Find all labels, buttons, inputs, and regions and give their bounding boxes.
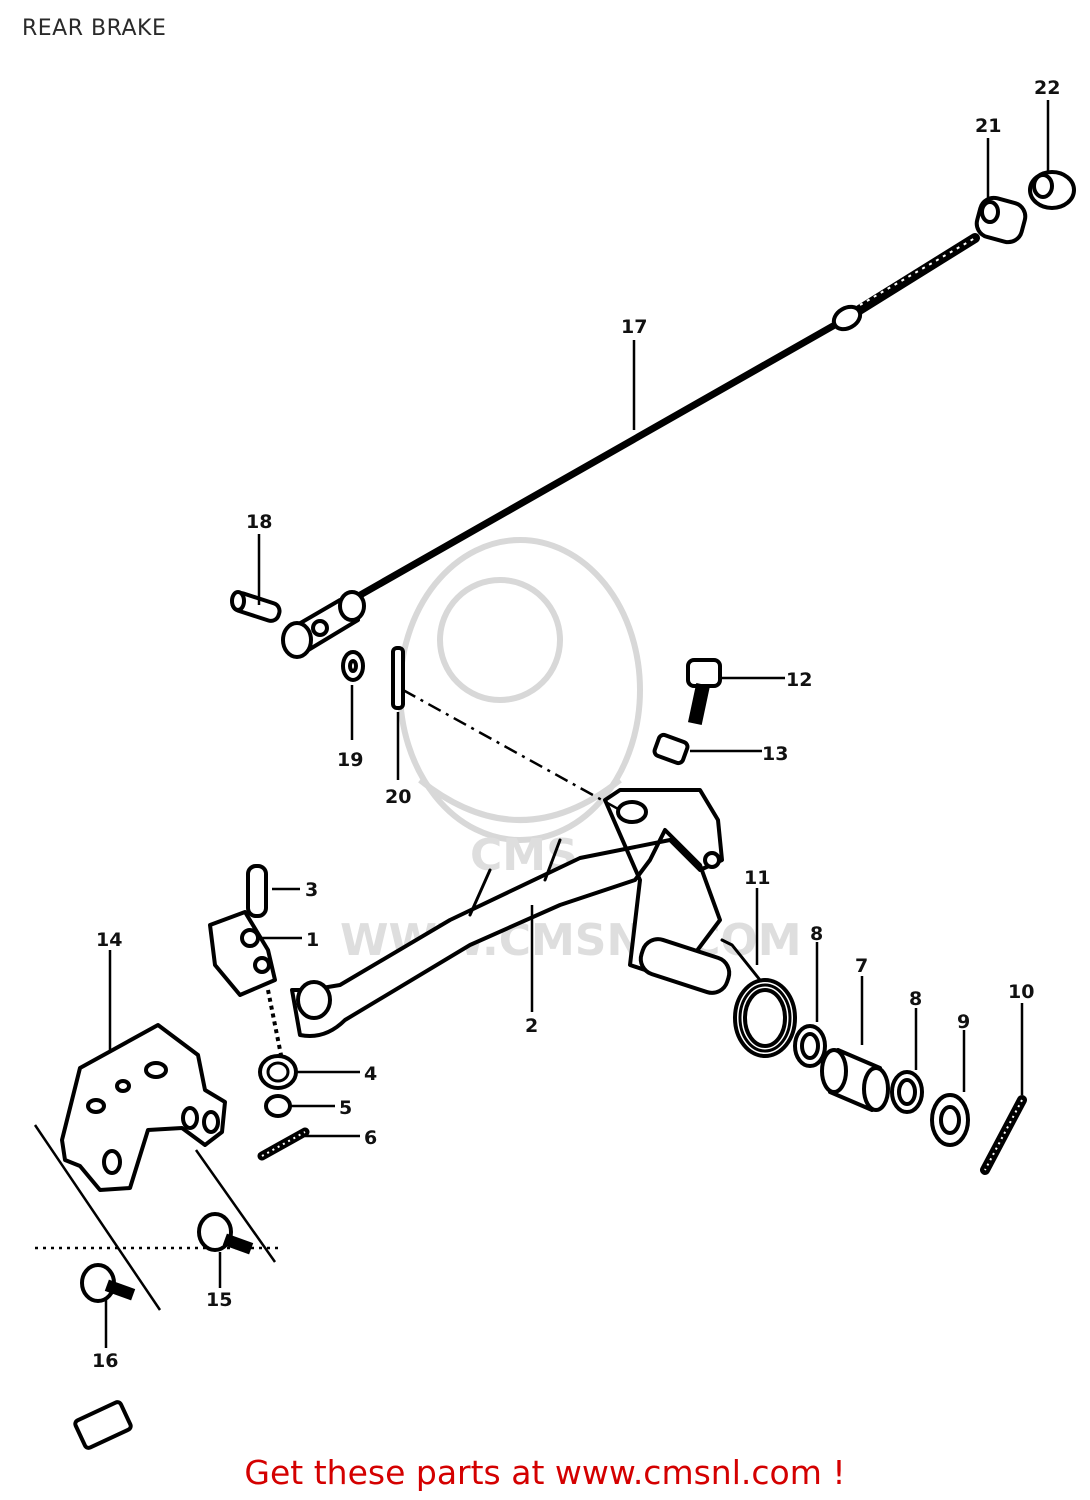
adjuster-nut bbox=[974, 195, 1028, 245]
callout-5: 5 bbox=[339, 1097, 352, 1119]
split-pin-10 bbox=[980, 1095, 1027, 1175]
callout-17: 17 bbox=[621, 316, 647, 338]
clevis-pin bbox=[230, 590, 282, 623]
return-spring bbox=[720, 938, 797, 1058]
callout-21: 21 bbox=[975, 115, 1001, 137]
washer-19 bbox=[341, 650, 365, 682]
washer-9 bbox=[930, 1093, 970, 1147]
brake-pedal bbox=[290, 788, 732, 1038]
brake-rod bbox=[281, 233, 980, 659]
callout-12: 12 bbox=[786, 669, 812, 691]
spring-hook-bracket bbox=[208, 910, 277, 997]
callout-13: 13 bbox=[762, 743, 788, 765]
callout-8b: 8 bbox=[909, 988, 922, 1010]
footer-link-text[interactable]: Get these parts at www.cmsnl.com ! bbox=[244, 1453, 846, 1492]
nut-13 bbox=[652, 732, 690, 766]
callout-19: 19 bbox=[337, 749, 363, 771]
callout-22: 22 bbox=[1034, 77, 1060, 99]
nut-5 bbox=[264, 1094, 292, 1118]
o-ring-8a bbox=[793, 1024, 827, 1068]
callout-15: 15 bbox=[206, 1289, 232, 1311]
callout-7: 7 bbox=[855, 955, 868, 977]
callout-9: 9 bbox=[957, 1011, 970, 1033]
rod-joint bbox=[1028, 170, 1076, 210]
callout-18: 18 bbox=[246, 511, 272, 533]
leader-lines bbox=[104, 100, 1050, 1348]
callout-labels: 1 2 3 4 5 6 7 8 8 9 10 11 12 13 14 15 16… bbox=[92, 77, 1060, 1372]
callout-8a: 8 bbox=[810, 923, 823, 945]
callout-11: 11 bbox=[744, 867, 770, 889]
bolt-12 bbox=[686, 658, 722, 726]
callout-16: 16 bbox=[92, 1350, 118, 1372]
spring-4 bbox=[258, 989, 298, 1090]
callout-20: 20 bbox=[385, 786, 411, 808]
bolt-6 bbox=[257, 1127, 310, 1161]
bolt-15 bbox=[197, 1212, 254, 1255]
bushing-7 bbox=[820, 1048, 890, 1112]
callout-2: 2 bbox=[525, 1015, 538, 1037]
page-title: REAR BRAKE bbox=[22, 16, 167, 41]
callout-14: 14 bbox=[96, 929, 122, 951]
callout-3: 3 bbox=[305, 879, 318, 901]
callout-6: 6 bbox=[364, 1127, 377, 1149]
cotter-pin-20 bbox=[391, 646, 405, 710]
callout-4: 4 bbox=[364, 1063, 377, 1085]
callout-10: 10 bbox=[1008, 981, 1034, 1003]
callout-1: 1 bbox=[306, 929, 319, 951]
o-ring-8b bbox=[890, 1070, 924, 1114]
bolt-16 bbox=[73, 1263, 136, 1450]
pedal-bracket bbox=[33, 1023, 280, 1311]
pin-3 bbox=[246, 864, 268, 918]
